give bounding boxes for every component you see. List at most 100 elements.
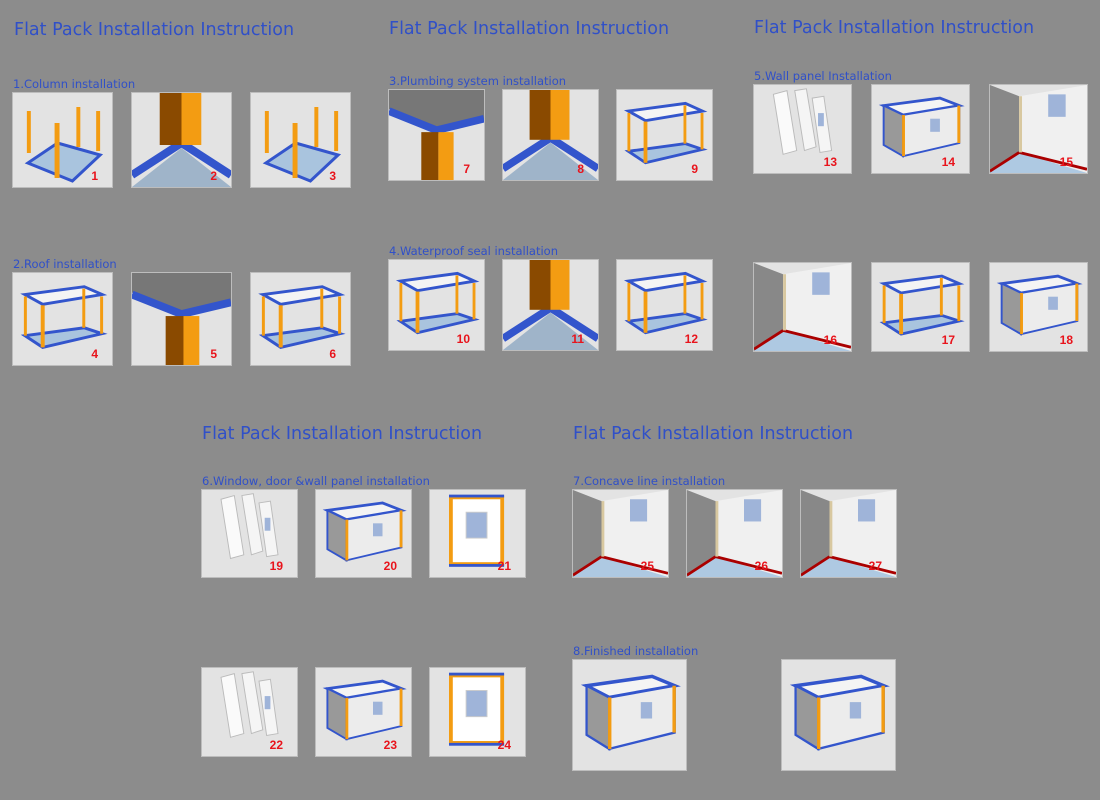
section-label: 5.Wall panel Installation [754, 69, 892, 83]
step-tile: 7 [389, 90, 484, 180]
section-s5: 5.Wall panel Installation 13 14 15 [754, 69, 1087, 173]
step-tile: 16 [754, 263, 851, 351]
page-title: Flat Pack Installation Instruction [14, 20, 295, 40]
corner-illustration [132, 93, 231, 187]
box-illustration [878, 96, 965, 158]
box-illustration [789, 674, 890, 752]
step-number: 5 [210, 347, 217, 361]
window-illustration [449, 672, 505, 746]
step-number: 25 [640, 559, 654, 573]
section-label: 2.Roof installation [13, 257, 117, 271]
section-label: 6.Window, door &wall panel installation [202, 474, 430, 488]
columns-illustration [24, 107, 104, 183]
frame-illustration [395, 271, 480, 335]
step-tile: 14 [872, 85, 969, 173]
step-tile: 9 [617, 90, 712, 180]
section-s5b: 16 17 18 [754, 247, 1087, 351]
step-number: 8 [577, 162, 584, 176]
step-tile: 26 [687, 490, 782, 577]
step-number: 23 [383, 738, 397, 752]
section-s1: 1.Column installation 1 2 3 [13, 77, 350, 187]
section-label: 3.Plumbing system installation [389, 74, 567, 88]
step-tile: 27 [801, 490, 896, 577]
corner-roof-illustration [132, 273, 231, 365]
step-tile: 18 [990, 263, 1087, 351]
panels-illustration [772, 88, 833, 155]
section-label [202, 652, 525, 668]
frame-illustration [258, 285, 346, 349]
page-title: Flat Pack Installation Instruction [202, 424, 483, 444]
step-number: 1 [91, 169, 98, 183]
section-s7: 7.Concave line installation 25 26 27 [573, 474, 896, 577]
section-s6: 6.Window, door &wall panel installation 1… [202, 474, 525, 577]
step-tile [782, 660, 895, 770]
box-illustration [996, 274, 1083, 336]
step-tile: 6 [251, 273, 350, 365]
panels-illustration [220, 671, 279, 738]
section-label: 1.Column installation [13, 77, 136, 91]
interior-illustration [754, 263, 851, 351]
tile-row: 7 8 9 [389, 90, 712, 180]
step-tile: 20 [316, 490, 411, 577]
tile-row: 13 14 15 [754, 85, 1087, 173]
corner-illustration [503, 90, 598, 180]
tile-row: 16 17 18 [754, 263, 1087, 351]
section-label: 8.Finished installation [573, 644, 699, 658]
corner-illustration [503, 260, 598, 350]
frame-illustration [623, 271, 708, 335]
section-s2: 2.Roof installation 4 5 6 [13, 257, 350, 365]
tile-row: 10 11 12 [389, 260, 712, 350]
columns-illustration [262, 107, 342, 183]
step-number: 11 [571, 332, 584, 346]
step-number: 19 [269, 559, 283, 573]
step-number: 4 [91, 347, 98, 361]
tile-row: 22 23 24 [202, 668, 525, 756]
box-illustration [322, 501, 407, 562]
step-tile: 12 [617, 260, 712, 350]
window-illustration [449, 494, 505, 567]
frame-illustration [20, 285, 108, 349]
page-title: Flat Pack Installation Instruction [389, 19, 670, 39]
section-s3: 3.Plumbing system installation 7 8 9 [389, 74, 712, 180]
section-s4: 4.Waterproof seal installation 10 11 12 [389, 244, 712, 350]
interior-illustration [687, 490, 782, 577]
step-number: 15 [1059, 155, 1073, 169]
step-tile: 1 [13, 93, 112, 187]
step-number: 12 [684, 332, 698, 346]
step-number: 22 [269, 738, 283, 752]
step-tile: 24 [430, 668, 525, 756]
step-tile: 11 [503, 260, 598, 350]
step-tile [573, 660, 686, 770]
interior-illustration [990, 85, 1087, 173]
step-number: 3 [329, 169, 336, 183]
step-tile: 21 [430, 490, 525, 577]
step-tile: 2 [132, 93, 231, 187]
box-illustration [580, 674, 681, 752]
step-tile: 19 [202, 490, 297, 577]
step-number: 27 [868, 559, 882, 573]
step-number: 13 [823, 155, 837, 169]
step-tile: 8 [503, 90, 598, 180]
section-s8: 8.Finished installation [573, 644, 895, 770]
frame-illustration [623, 101, 708, 165]
step-number: 18 [1059, 333, 1073, 347]
tile-row [573, 660, 895, 770]
section-s6b: 22 23 24 [202, 652, 525, 756]
step-number: 6 [329, 347, 336, 361]
step-number: 17 [941, 333, 955, 347]
section-label [754, 247, 1087, 263]
page-title: Flat Pack Installation Instruction [573, 424, 854, 444]
step-number: 2 [210, 169, 217, 183]
page-title: Flat Pack Installation Instruction [754, 18, 1035, 38]
step-number: 16 [823, 333, 837, 347]
step-tile: 4 [13, 273, 112, 365]
interior-illustration [801, 490, 896, 577]
tile-row: 4 5 6 [13, 273, 350, 365]
section-label: 7.Concave line installation [573, 474, 726, 488]
frame-illustration [879, 274, 965, 336]
section-label: 4.Waterproof seal installation [389, 244, 558, 258]
step-tile: 25 [573, 490, 668, 577]
step-number: 14 [941, 155, 955, 169]
step-tile: 3 [251, 93, 350, 187]
step-tile: 22 [202, 668, 297, 756]
